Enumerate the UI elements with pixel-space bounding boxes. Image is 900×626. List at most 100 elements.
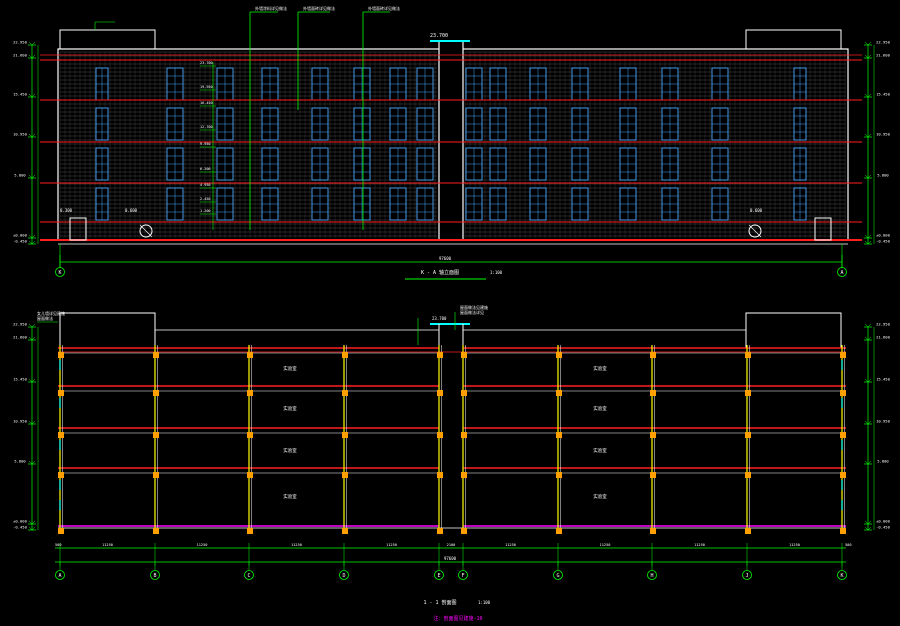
section-note-left-1: 女儿墙详见建施 [37, 310, 65, 316]
side-level-label: -0.450 [876, 525, 890, 530]
side-level-label: 15.450 [13, 92, 27, 97]
bay-dimension: 11250 [197, 543, 208, 547]
axis-bubble-left [55, 267, 65, 277]
side-level-label: 5.800 [877, 173, 889, 178]
left-dimension-chain: 22.95021.60015.45010.9505.800±0.000-0.45… [13, 40, 39, 245]
axis-bubble [647, 570, 657, 580]
side-level-label: -0.450 [13, 525, 27, 530]
side-level-label: 15.450 [876, 92, 890, 97]
elev-total-dim: 97600 [439, 256, 452, 261]
axis-label: E [437, 573, 440, 579]
elevation-drawing: 23.700 0.300 0.600 0.600 [13, 5, 891, 280]
bay-dimension: 11250 [102, 543, 113, 547]
edge-dimension: 500 [55, 543, 62, 547]
footing [58, 528, 64, 534]
beam-section [461, 432, 467, 438]
axis-bubble [339, 570, 349, 580]
level-label: 12.700 [200, 125, 213, 129]
section-footnote: 注：剖面图见建施-10 [433, 615, 482, 622]
beam-section [840, 352, 846, 358]
axis-bubble [434, 570, 444, 580]
axis-bubble-right [837, 267, 847, 277]
axis-label: G [556, 573, 559, 579]
beam-section [556, 352, 562, 358]
side-level-label: 22.950 [876, 40, 890, 45]
beam-section [437, 472, 443, 478]
beam-section [461, 390, 467, 396]
beam-section [247, 352, 253, 358]
section-left-dimension-chain: 22.95021.60015.45010.9505.800±0.000-0.45… [13, 322, 39, 531]
level-label: 16.450 [200, 101, 213, 105]
beam-section [840, 390, 846, 396]
section-note-top-2: 屋面做法见建施 [460, 304, 488, 310]
beam-section [342, 390, 348, 396]
axis-label: F [461, 573, 464, 579]
level-label: 9.950 [200, 142, 211, 146]
section-right-dimension-chain: 22.95021.60015.45010.9505.800±0.000-0.45… [864, 322, 891, 531]
beam-section [342, 432, 348, 438]
beam-section [342, 472, 348, 478]
level-label: 6.200 [200, 167, 211, 171]
axis-label: D [342, 573, 345, 579]
axis-label: A [58, 573, 61, 579]
beam-section [58, 390, 64, 396]
room-label: 实验室 [283, 493, 297, 500]
beam-section [745, 472, 751, 478]
level-label: 4.950 [200, 183, 211, 187]
footing [745, 528, 751, 534]
footing [556, 528, 562, 534]
footing [342, 528, 348, 534]
stair-level-label: 23.700 [430, 33, 448, 39]
side-level-label: ±0.000 [13, 519, 27, 524]
beam-section [556, 472, 562, 478]
side-level-label: 10.950 [876, 419, 890, 424]
side-level-label: ±0.000 [876, 233, 890, 238]
right-door-symbol [748, 224, 762, 238]
axis-bubble [837, 570, 847, 580]
level-label: 19.950 [200, 85, 213, 89]
side-level-label: ±0.000 [876, 519, 890, 524]
top-note-2: 外墙面砖详见做法 [303, 5, 335, 11]
side-level-label: 5.800 [14, 173, 26, 178]
beam-section [650, 352, 656, 358]
beam-section [437, 352, 443, 358]
right-entrance [814, 217, 832, 241]
side-level-label: 5.800 [14, 459, 26, 464]
beam-section [153, 432, 159, 438]
beam-section [437, 390, 443, 396]
side-level-label: 15.450 [876, 377, 890, 382]
top-note-3: 外墙面砖详见做法 [368, 5, 400, 11]
beam-section [58, 352, 64, 358]
footing [650, 528, 656, 534]
footing [840, 528, 846, 534]
bay-dimension: 11250 [505, 543, 516, 547]
section-note-top-3: 屋面做法详见 [460, 309, 484, 315]
room-label: 实验室 [283, 447, 297, 454]
side-level-label: 10.950 [13, 132, 27, 137]
section-title: 1 - 1 剖面图 [423, 599, 456, 606]
side-level-label: 21.600 [13, 53, 27, 58]
section-total-dim: 97600 [444, 556, 457, 561]
footing [461, 528, 467, 534]
section-note-left-2: 屋面做法 [37, 315, 53, 321]
axis-right-label: A [840, 270, 843, 276]
side-level-label: 21.600 [13, 335, 27, 340]
top-note-leaders [94, 11, 390, 230]
axis-label: J [745, 573, 748, 579]
axis-bubble [150, 570, 160, 580]
side-level-label: 10.950 [13, 419, 27, 424]
footing [247, 528, 253, 534]
beam-section [461, 472, 467, 478]
window-group [95, 67, 807, 221]
beam-section [153, 352, 159, 358]
beam-section [556, 390, 562, 396]
bay-dimension: 11250 [291, 543, 302, 547]
beam-section [556, 432, 562, 438]
axis-label: K [840, 573, 843, 579]
side-level-label: 22.950 [13, 40, 27, 45]
side-level-label: 21.600 [876, 53, 890, 58]
